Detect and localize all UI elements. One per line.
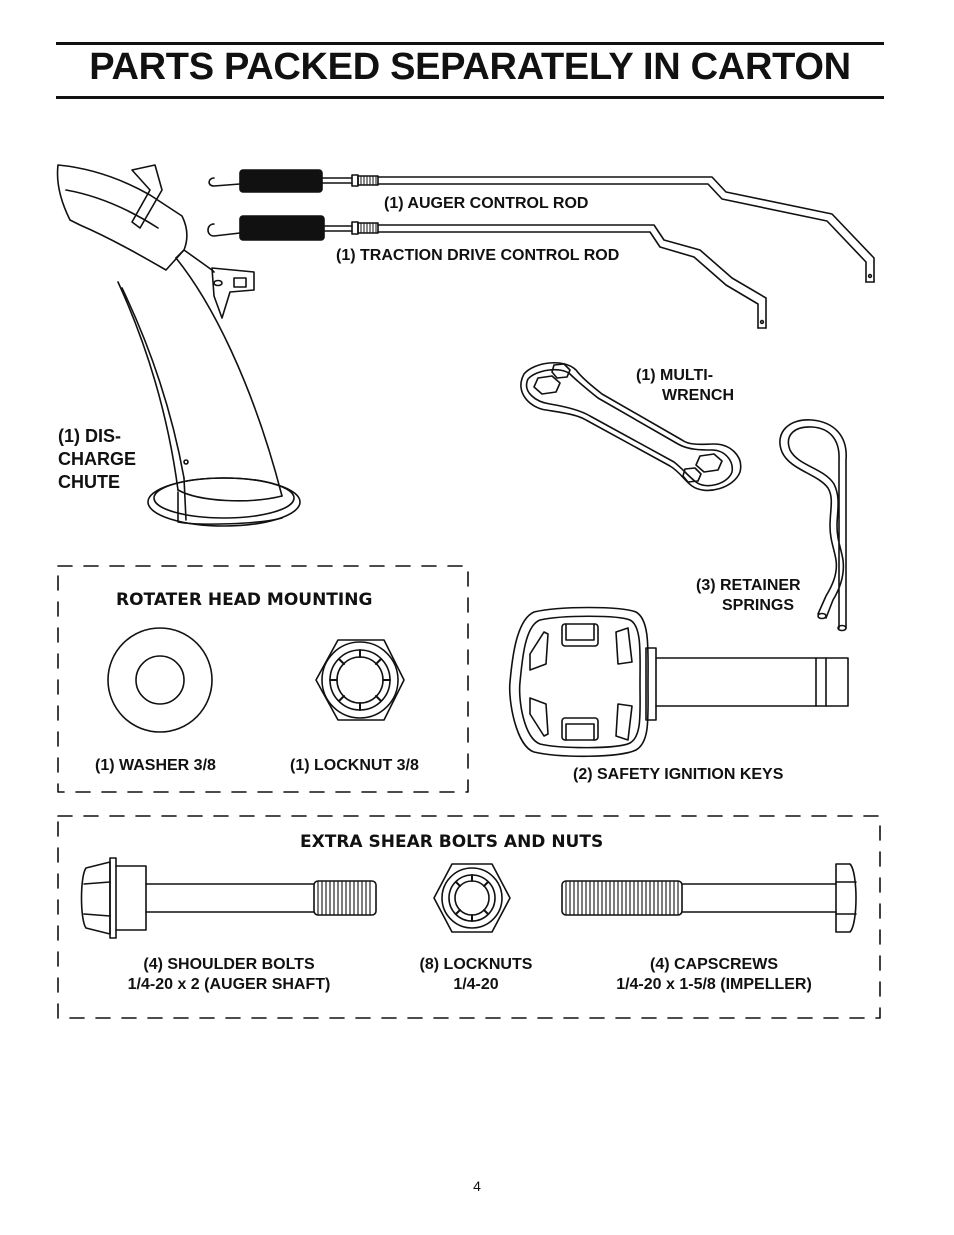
washer-label: (1) WASHER 3/8 [95,757,216,774]
retainer-label-line1: (3) RETAINER [696,577,801,594]
capscrews-label: (4) CAPSCREWS 1/4-20 x 1-5/8 (IMPELLER) [598,955,830,995]
discharge-chute-illustration [56,164,301,527]
page-number: 4 [473,1178,481,1194]
locknuts-label: (8) LOCKNUTS 1/4-20 [396,955,556,995]
multi-wrench-label-line1: (1) MULTI- [636,367,714,384]
ignition-keys-label: (2) SAFETY IGNITION KEYS [573,766,784,783]
shoulder-bolts-label: (4) SHOULDER BOLTS 1/4-20 x 2 (AUGER SHA… [106,955,352,995]
locknuts-label-line1: (8) LOCKNUTS [419,956,533,973]
retainer-spring-illustration [779,419,847,632]
retainer-label-line2: SPRINGS [722,597,795,614]
shoulder-bolt-illustration [80,857,377,939]
capscrew-illustration [561,863,857,933]
chute-label-line2: CHARGE [58,449,137,469]
shear-heading: EXTRA SHEAR BOLTS AND NUTS [300,832,604,852]
ignition-key-illustration [508,606,849,758]
title-bottom-rule [56,96,884,99]
capscrews-label-line1: (4) CAPSCREWS [649,956,778,973]
auger-control-rod-illustration [208,169,875,283]
washer-illustration [107,627,213,733]
multi-wrench-illustration [520,362,742,492]
multi-wrench-label-line2: WRENCH [662,387,734,404]
capscrews-label-line2: 1/4-20 x 1-5/8 (IMPELLER) [616,976,812,993]
traction-rod-illustration [207,215,767,329]
rotater-heading: ROTATER HEAD MOUNTING [116,590,373,610]
top-rule [56,42,884,45]
page-title: PARTS PACKED SEPARATELY IN CARTON [89,46,851,88]
locknut-3-8-label: (1) LOCKNUT 3/8 [290,757,419,774]
retainer-springs-label: (3) RETAINER SPRINGS [696,576,801,616]
shoulder-label-line1: (4) SHOULDER BOLTS [143,956,315,973]
traction-rod-label: (1) TRACTION DRIVE CONTROL ROD [336,247,620,264]
chute-label-line3: CHUTE [58,472,120,492]
auger-rod-label: (1) AUGER CONTROL ROD [384,195,589,212]
locknut-1-4-illustration [433,863,511,933]
chute-label-line1: (1) DIS- [58,426,121,446]
shoulder-label-line2: 1/4-20 x 2 (AUGER SHAFT) [127,976,331,993]
chute-label: (1) DIS- CHARGE CHUTE [58,425,136,494]
locknut-3-8-illustration [315,639,405,721]
locknuts-label-line2: 1/4-20 [453,976,499,993]
multi-wrench-label: (1) MULTI- WRENCH [636,366,734,406]
